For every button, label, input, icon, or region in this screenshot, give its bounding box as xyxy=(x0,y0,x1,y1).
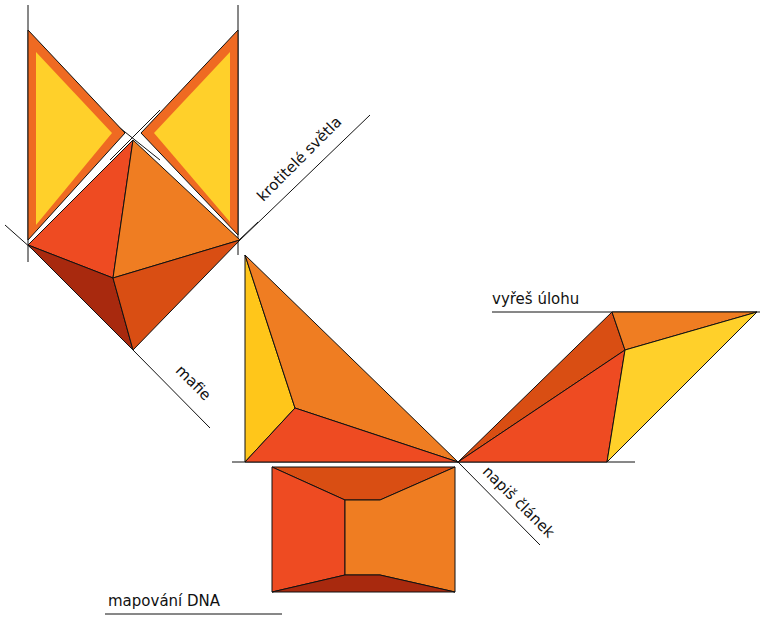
construction-lines xyxy=(5,5,760,614)
leader-label: krotitelé světla xyxy=(253,113,345,205)
leader-label: mafie xyxy=(172,361,215,404)
leader-label: napiš článek xyxy=(479,462,558,541)
leader-label: vyřeš úlohu xyxy=(492,290,579,308)
leader-label: mapování DNA xyxy=(108,592,220,610)
